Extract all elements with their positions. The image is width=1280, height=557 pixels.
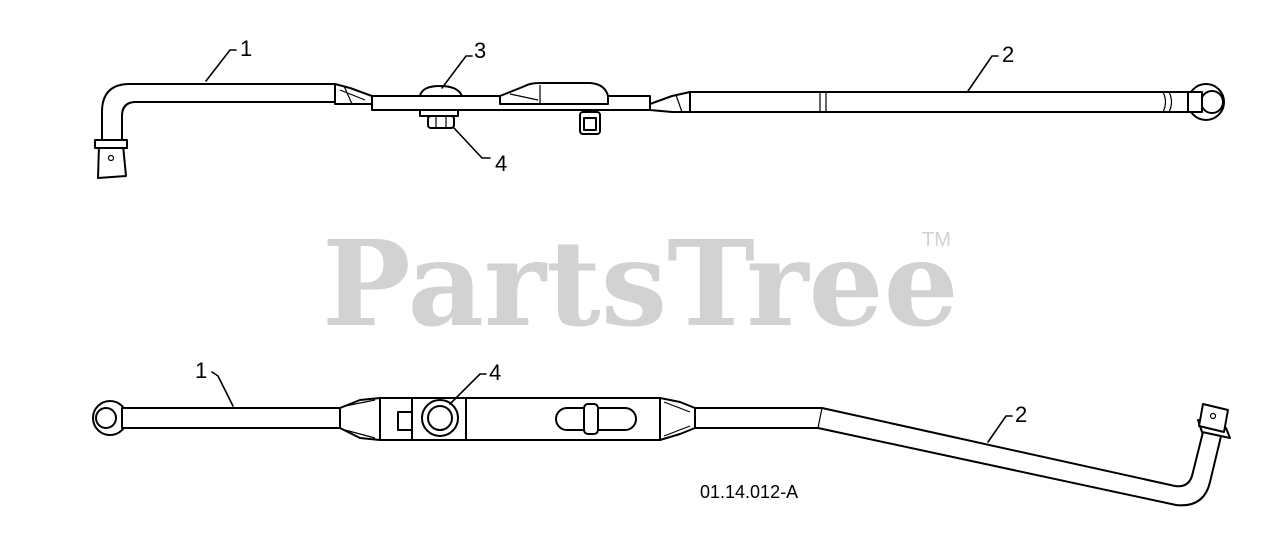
top-callouts: 1 3 4 2 [205,36,1014,176]
callout-label-2: 2 [1002,42,1014,67]
drawing-number: 01.14.012-A [700,482,798,502]
bottom-callouts: 1 4 2 [195,358,1027,443]
bottom-rod-part-2 [694,403,1231,507]
bottom-rod-part-1 [92,397,381,441]
bottom-assembly-view: 1 4 2 [92,358,1231,507]
watermark-brand: PartsTree [322,214,959,353]
callout-label-1: 1 [240,36,252,61]
callout-label-2-bottom: 2 [1015,402,1027,427]
top-rod-part-1 [94,83,373,179]
top-rod-part-2 [649,83,1225,121]
bottom-connector-block [379,397,696,441]
callout-label-3: 3 [474,38,486,63]
watermark: PartsTree TM [322,214,959,353]
top-assembly-view: 1 3 4 2 [94,36,1225,179]
watermark-trademark: TM [922,229,951,251]
callout-label-4: 4 [495,151,507,176]
callout-label-4-bottom: 4 [489,360,501,385]
top-connector-plate [371,82,651,135]
callout-label-1-bottom: 1 [195,358,207,383]
